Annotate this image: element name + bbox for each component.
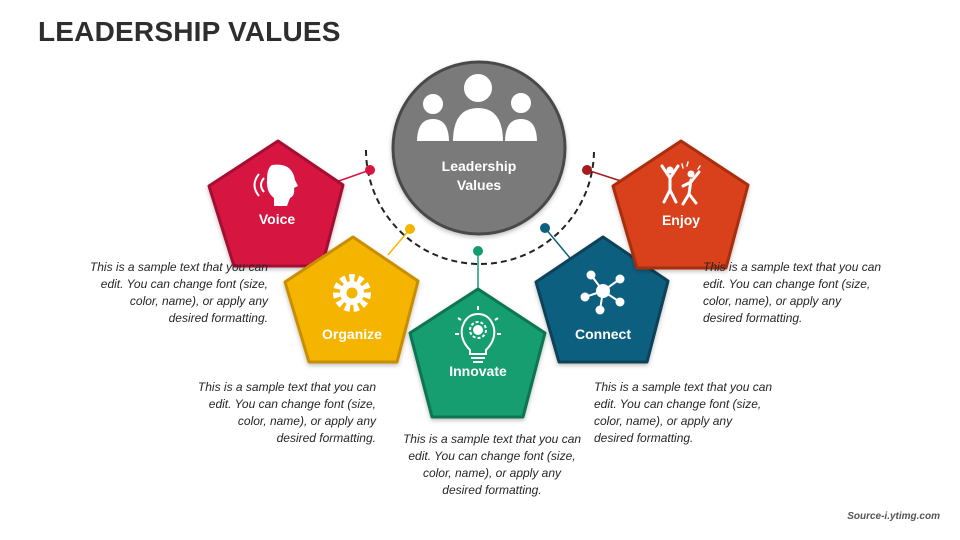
lightbulb-gear-icon — [455, 306, 501, 363]
pentagon-voice: Voice — [207, 139, 345, 268]
pentagon-innovate: Innovate — [408, 287, 547, 419]
source-credit: Source-i.ytimg.com — [847, 511, 940, 522]
description-connect: This is a sample text that you can edit.… — [594, 380, 773, 445]
center-node: Leadership Values — [391, 60, 567, 236]
page-title: LEADERSHIP VALUES — [38, 16, 341, 47]
network-icon — [580, 270, 625, 315]
center-label-line2: Values — [457, 177, 502, 193]
description-enjoy: This is a sample text that you can edit.… — [703, 260, 882, 325]
description-organize: This is a sample text that you can edit.… — [197, 380, 376, 445]
dashed-arc — [365, 149, 595, 265]
label-enjoy: Enjoy — [662, 212, 700, 228]
center-label-line1: Leadership — [442, 158, 517, 174]
connectors — [335, 165, 625, 290]
label-innovate: Innovate — [449, 363, 507, 379]
description-innovate: This is a sample text that you can edit.… — [402, 432, 582, 497]
label-organize: Organize — [322, 326, 382, 342]
pentagon-enjoy: Enjoy — [611, 139, 750, 270]
description-voice: This is a sample text that you can edit.… — [89, 260, 268, 325]
pentagon-connect: Connect — [534, 235, 670, 364]
gear-icon — [333, 274, 371, 312]
label-connect: Connect — [575, 326, 631, 342]
speaking-head-icon — [253, 164, 298, 206]
people-group-icon — [414, 72, 540, 143]
celebrating-people-icon — [660, 161, 701, 206]
pentagon-organize: Organize — [283, 235, 420, 364]
label-voice: Voice — [259, 211, 296, 227]
